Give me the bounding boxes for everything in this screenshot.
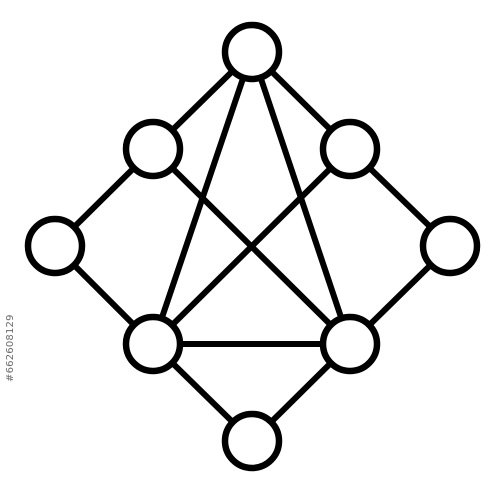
node-top: [221, 21, 283, 83]
node-bottom: [221, 410, 283, 472]
node-far-left: [24, 215, 86, 277]
node-layer: [24, 21, 481, 472]
node-upper-right: [319, 118, 381, 180]
node-far-right: [419, 215, 481, 277]
node-lower-left: [122, 313, 184, 375]
edge-upper-right-to-lower-left: [150, 146, 353, 347]
watermark-id-text: #662608129: [5, 314, 16, 382]
edge-layer: [52, 49, 453, 444]
node-upper-left: [122, 118, 184, 180]
node-lower-right: [319, 313, 381, 375]
